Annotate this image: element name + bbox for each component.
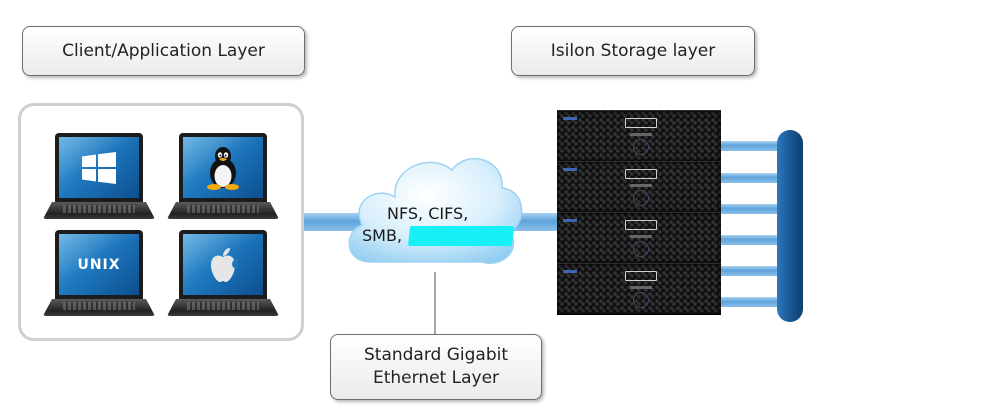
client-panel: UNIX (18, 103, 304, 341)
isilon-storage-node-2 (557, 161, 721, 213)
backend-bus-bar (777, 130, 803, 322)
client-application-layer-label: Client/Application Layer (22, 26, 305, 76)
unix-laptop: UNIX (43, 230, 155, 320)
apple-logo-icon (211, 247, 238, 282)
backend-pipes (716, 141, 790, 307)
protocol-text-line2: SMB, (362, 226, 403, 245)
isilon-storage-layer-label: Isilon Storage layer (511, 26, 755, 76)
windows-logo-icon (82, 151, 116, 184)
client-label-text: Client/Application Layer (62, 40, 265, 61)
isilon-storage-node-3 (557, 212, 721, 264)
ethernet-label-line2: Ethernet Layer (372, 368, 500, 388)
windows-laptop (43, 133, 155, 223)
isilon-storage-node-1 (557, 110, 721, 162)
apple-laptop (167, 230, 279, 320)
gigabit-ethernet-layer-label: Standard Gigabit Ethernet Layer (330, 334, 542, 400)
linux-laptop (167, 133, 279, 223)
redacted-text-block (407, 226, 515, 246)
isilon-storage-node-4 (557, 263, 721, 315)
protocol-text-line1: NFS, CIFS, (387, 204, 469, 223)
linux-tux-icon (207, 146, 239, 190)
storage-label-text: Isilon Storage layer (550, 40, 716, 61)
ethernet-label-line1: Standard Gigabit (363, 345, 509, 365)
unix-logo-icon: UNIX (77, 256, 121, 273)
